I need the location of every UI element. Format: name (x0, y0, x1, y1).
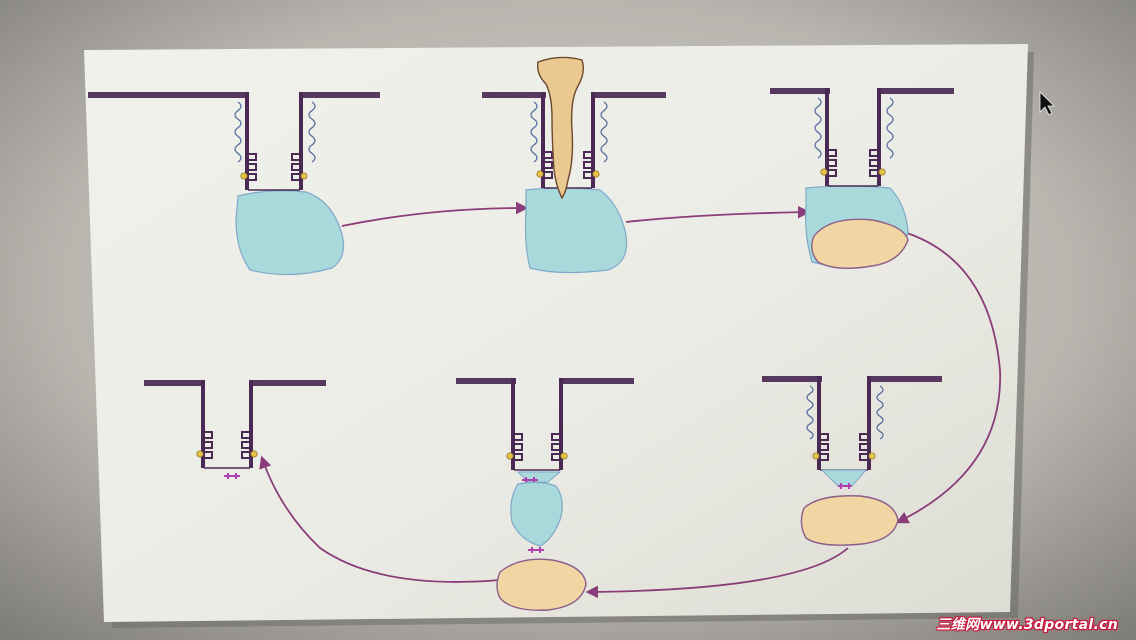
mouse-cursor-icon (1039, 91, 1055, 116)
right-comb (551, 433, 559, 461)
left-wall (88, 92, 248, 98)
left-comb (821, 433, 829, 461)
nozzle-left-wall (511, 378, 515, 470)
nozzle-right-wall (877, 88, 881, 186)
right-sensor-dot (868, 452, 876, 460)
stage-3-solid-forming (770, 88, 954, 269)
solid-part (811, 218, 909, 269)
right-spring (886, 97, 894, 159)
nozzle-right-wall (867, 376, 871, 470)
left-spring (806, 385, 814, 440)
liquid-body (235, 190, 345, 276)
nozzle-left-wall (541, 92, 545, 188)
nozzle-left-wall (817, 376, 821, 470)
arrow-4-to-5 (585, 547, 849, 599)
watermark-text: 三维网www.3dportal.cn (936, 617, 1118, 633)
arrow-1-to-2 (341, 201, 529, 227)
left-sensor-dot (196, 450, 204, 458)
process-stages (88, 56, 954, 611)
stage-4-solid-released (762, 376, 942, 546)
stage-1-liquid-fill (88, 92, 380, 276)
left-sensor-dot (820, 168, 828, 176)
left-sensor-dot (506, 452, 514, 460)
left-comb (829, 149, 837, 177)
right-comb (869, 149, 877, 177)
left-sensor-dot (812, 452, 820, 460)
cut-marker (224, 473, 240, 479)
nozzle-right-wall (299, 92, 303, 190)
right-spring (876, 385, 884, 440)
right-spring (308, 101, 316, 163)
right-wall (592, 92, 666, 98)
left-sensor-dot (240, 172, 248, 180)
right-sensor-dot (878, 168, 886, 176)
left-comb (205, 431, 213, 459)
arrow-3-to-4 (895, 231, 1001, 524)
arrow-2-to-3 (625, 205, 811, 223)
left-wall (144, 380, 204, 386)
liquid-body (524, 187, 628, 274)
liquid-drop (510, 481, 563, 547)
stage-2-tool-inserted (482, 56, 666, 274)
right-sensor-dot (560, 452, 568, 460)
left-comb (249, 153, 257, 181)
right-comb (241, 431, 249, 459)
nozzle-right-wall (249, 380, 253, 468)
paper (84, 44, 1028, 622)
left-spring (530, 101, 538, 163)
right-wall (878, 88, 954, 94)
solid-part (800, 495, 899, 546)
flow-arrows (259, 201, 1001, 599)
left-wall (482, 92, 546, 98)
nozzle-left-wall (245, 92, 249, 190)
left-wall (762, 376, 822, 382)
right-sensor-dot (300, 172, 308, 180)
right-comb (583, 151, 591, 179)
left-comb (515, 433, 523, 461)
nozzle-right-wall (591, 92, 595, 188)
right-comb (859, 433, 867, 461)
right-sensor-dot (592, 170, 600, 178)
stage-5-separation (456, 378, 634, 611)
nozzle-left-wall (201, 380, 205, 468)
left-spring (234, 101, 242, 163)
right-spring (600, 101, 608, 163)
right-wall (560, 378, 634, 384)
right-wall (300, 92, 380, 98)
right-wall (868, 376, 942, 382)
left-wall (770, 88, 830, 94)
left-sensor-dot (536, 170, 544, 178)
left-comb (545, 151, 553, 179)
arrow-5-to-6 (259, 455, 501, 583)
tool-insert (536, 56, 585, 200)
solid-part (496, 558, 587, 611)
stage-6-empty-reset (144, 380, 326, 479)
right-wall (250, 380, 326, 386)
cut-marker-lower (528, 547, 544, 553)
right-comb (291, 153, 299, 181)
right-sensor-dot (250, 450, 258, 458)
left-spring (814, 97, 822, 159)
cut-marker (838, 483, 852, 489)
nozzle-left-wall (825, 88, 829, 186)
left-wall (456, 378, 516, 384)
nozzle-right-wall (559, 378, 563, 470)
